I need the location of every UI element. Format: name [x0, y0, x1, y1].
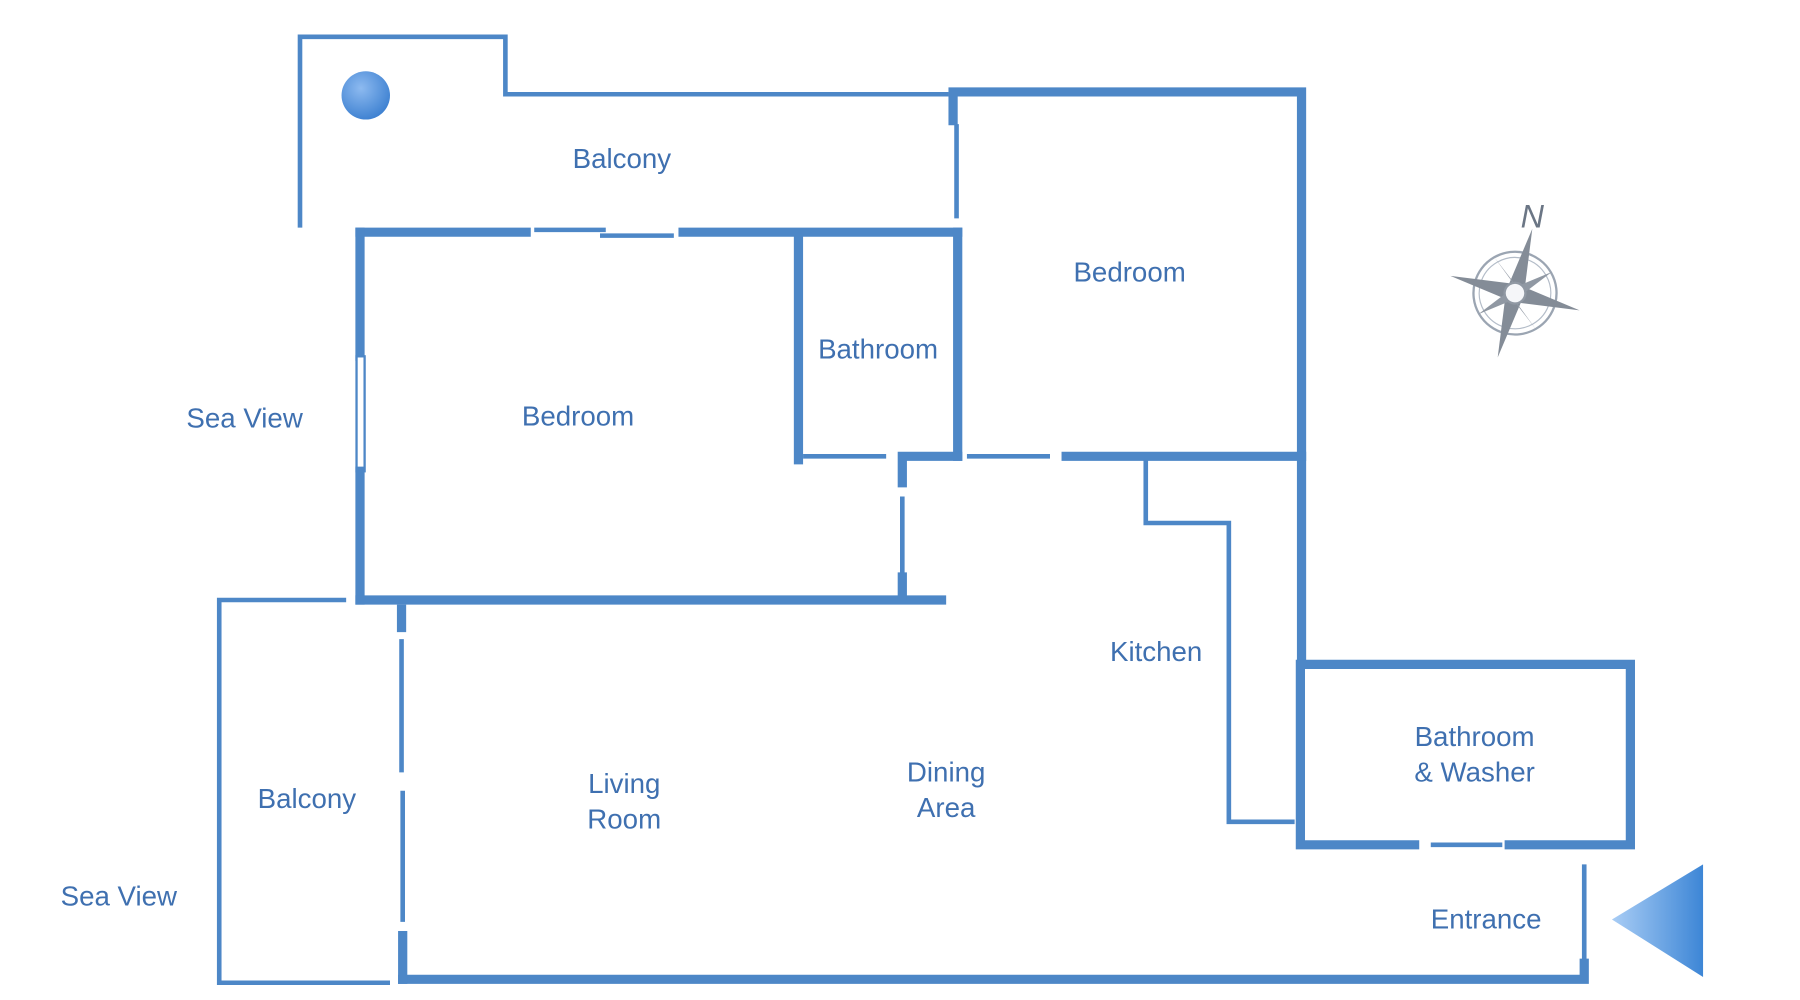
bath-washer-wall-2	[1295, 659, 1420, 850]
balcony-top-outline	[297, 34, 949, 228]
label-balcony-top: Balcony	[573, 143, 672, 174]
hall-corner-wall	[897, 451, 963, 488]
kitchen-counter	[1143, 459, 1295, 825]
balcony-bottom-outline	[216, 597, 390, 986]
label-living-2: Room	[587, 804, 661, 835]
label-entrance: Entrance	[1431, 904, 1542, 935]
label-balcony-bottom: Balcony	[258, 783, 357, 814]
entrance-arrow-icon	[1611, 864, 1704, 978]
bath-washer-wall	[1296, 659, 1635, 850]
label-sea-view-bottom: Sea View	[61, 881, 178, 912]
walls	[216, 34, 1635, 986]
label-bedroom-left: Bedroom	[522, 400, 634, 431]
label-bedroom-right: Bedroom	[1073, 257, 1185, 288]
label-bathroom: Bathroom	[818, 334, 938, 365]
south-wall	[398, 958, 1589, 984]
sea-view-window	[355, 355, 366, 473]
room-labels: Balcony Bedroom Bathroom Sea View Bedroo…	[61, 143, 1542, 935]
location-marker-icon	[341, 71, 390, 120]
label-bath-washer-1: Bathroom	[1415, 721, 1535, 752]
label-bath-washer-2: & Washer	[1414, 757, 1534, 788]
label-living-1: Living	[588, 768, 660, 799]
label-dining-1: Dining	[907, 757, 985, 788]
compass-north-label: N	[1521, 199, 1545, 235]
compass-icon	[1450, 228, 1580, 358]
label-dining-2: Area	[917, 792, 976, 823]
bedroom-right-wall	[948, 87, 1307, 669]
label-sea-view-top: Sea View	[186, 403, 303, 434]
label-kitchen: Kitchen	[1110, 636, 1202, 667]
